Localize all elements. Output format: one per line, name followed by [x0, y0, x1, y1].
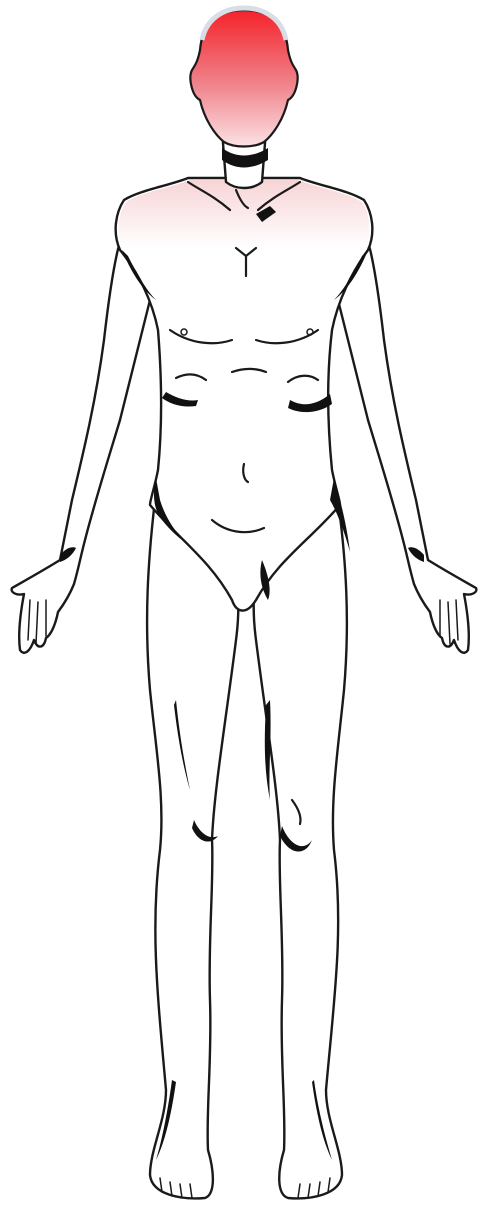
- left-arm: [12, 200, 150, 653]
- left-leg: [147, 500, 238, 1198]
